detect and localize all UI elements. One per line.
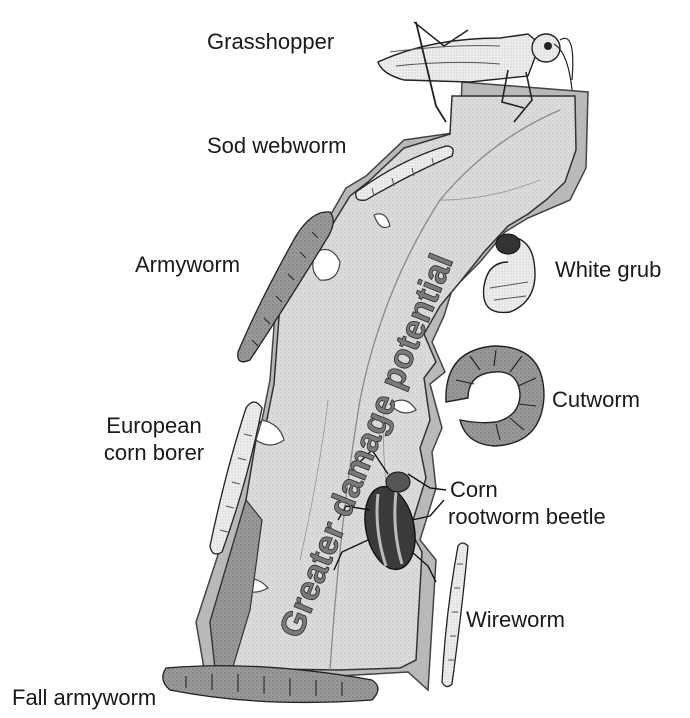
cutworm-illustration [446,346,544,446]
label-armyworm: Armyworm [135,251,240,278]
label-fall-armyworm: Fall armyworm [12,684,156,711]
label-wireworm: Wireworm [466,606,565,633]
label-corn-rootworm-beetle: Corn rootworm beetle [448,476,606,530]
label-european-corn-borer: European corn borer [92,412,216,466]
label-cutworm: Cutworm [552,386,640,413]
label-white-grub: White grub [555,256,661,283]
label-corn-rootworm-beetle-line2: rootworm beetle [448,503,606,530]
label-european-corn-borer-line2: corn borer [92,439,216,466]
label-sod-webworm: Sod webworm [207,132,346,159]
label-corn-rootworm-beetle-line1: Corn [448,476,606,503]
label-european-corn-borer-line1: European [92,412,216,439]
label-grasshopper: Grasshopper [207,28,334,55]
wireworm-illustration [442,543,468,687]
